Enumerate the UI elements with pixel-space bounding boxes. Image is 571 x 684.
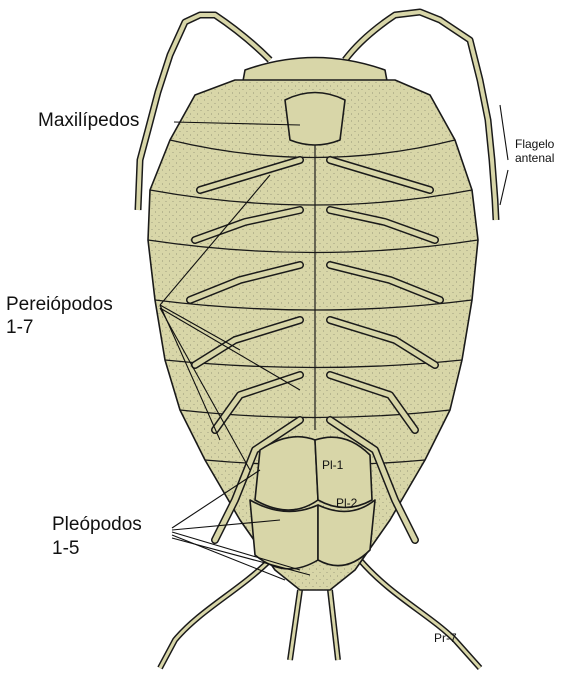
maxillipeds	[285, 93, 345, 146]
isopod-body	[138, 12, 496, 668]
pleopod-1	[255, 437, 318, 510]
label-flagelo-line2: antenal	[515, 152, 554, 165]
label-pl2: Pl-2	[336, 497, 357, 510]
label-maxilipedos: Maxilípedos	[38, 111, 139, 131]
label-pl1: Pl-1	[322, 459, 343, 472]
label-pereiopodos-line2: 1-7	[6, 318, 33, 338]
label-pleopodos-line2: 1-5	[52, 539, 79, 559]
label-pr7: Pr-7	[434, 632, 457, 645]
label-pleopodos-line1: Pleópodos	[52, 515, 142, 535]
label-flagelo-line1: Flagelo	[515, 138, 554, 151]
label-pereiopodos-line1: Pereiópodos	[6, 295, 113, 315]
